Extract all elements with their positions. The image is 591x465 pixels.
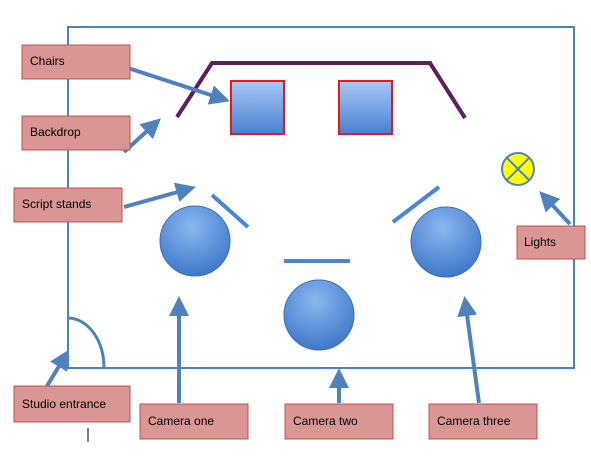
label-camera-one: Camera one [139, 403, 249, 440]
arrow-lights [539, 191, 572, 226]
camera-three [410, 206, 482, 278]
label-camera-one-text: Camera one [148, 414, 214, 428]
backdrop [175, 61, 467, 120]
camera-two [283, 279, 355, 351]
arrows [45, 66, 572, 404]
light-icon [501, 152, 535, 186]
label-studio-entrance-text: Studio entrance [22, 397, 106, 411]
label-backdrop-text: Backdrop [30, 125, 81, 139]
chair-left [230, 80, 285, 135]
label-camera-three: Camera three [428, 403, 538, 440]
label-chairs-text: Chairs [30, 54, 65, 68]
chair-right [338, 80, 393, 135]
label-backdrop: Backdrop [21, 115, 131, 151]
label-camera-two-text: Camera two [293, 414, 358, 428]
label-studio-entrance: Studio entrance [13, 385, 131, 423]
script-stand-left [210, 193, 250, 229]
script-stand-right [391, 185, 441, 224]
label-camera-three-text: Camera three [437, 414, 511, 428]
label-chairs: Chairs [21, 44, 131, 80]
studio-entrance-door-swing [67, 316, 106, 369]
arrow-camera-three [457, 296, 481, 404]
label-lights-text: Lights [524, 235, 556, 249]
camera-one [159, 205, 231, 277]
arrow-chairs [127, 66, 230, 105]
arrow-script-stands [123, 182, 196, 209]
label-lights: Lights [516, 225, 586, 260]
label-script-stands-text: Script stands [22, 197, 91, 211]
label-camera-two: Camera two [284, 403, 394, 440]
label-script-stands: Script stands [13, 187, 123, 223]
arrow-studio-entrance [45, 349, 70, 388]
